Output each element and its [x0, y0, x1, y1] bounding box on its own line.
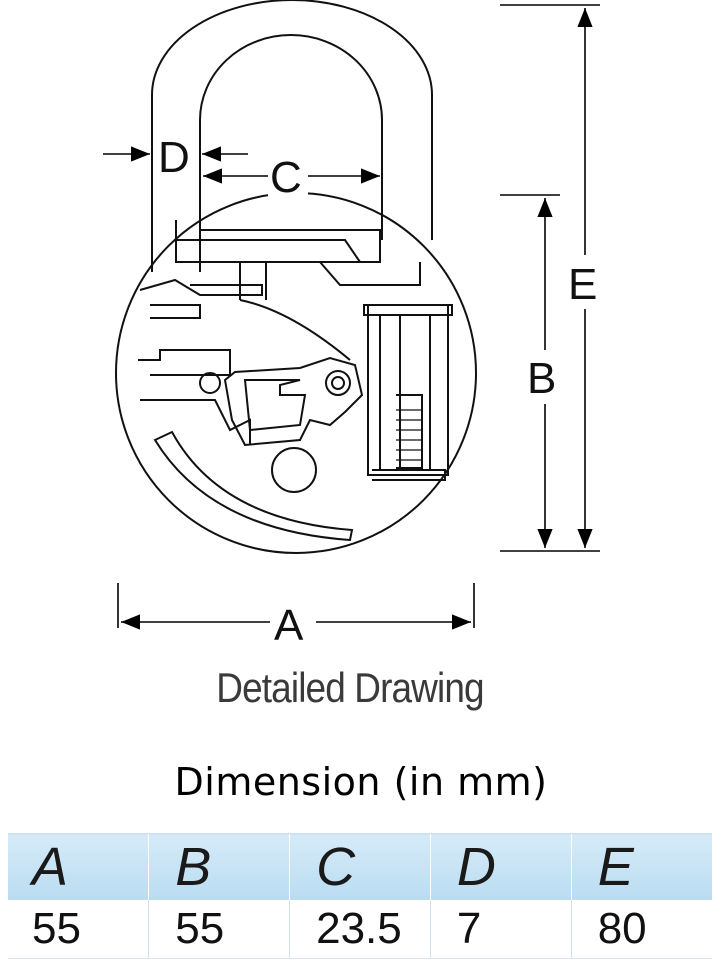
- padlock-technical-drawing: E B A C D: [103, 0, 600, 650]
- dimension-table: A B C D E 55 55 23.5 7 80: [8, 833, 712, 959]
- header-a: A: [8, 833, 149, 900]
- shackle-inner: [199, 34, 383, 272]
- lock-body: [115, 192, 477, 554]
- shackle-outer: [151, 0, 433, 272]
- header-c: C: [289, 833, 431, 900]
- drawing-caption: Detailed Drawing: [216, 664, 484, 711]
- header-b: B: [148, 833, 290, 900]
- dimension-e-label: E: [568, 260, 597, 309]
- header-d: D: [429, 833, 572, 900]
- value-c: 23.5: [289, 900, 431, 959]
- dimension-table-value-row: 55 55 23.5 7 80: [8, 900, 712, 959]
- value-b: 55: [148, 900, 290, 959]
- value-a: 55: [8, 900, 149, 959]
- dimension-c-label: C: [270, 153, 302, 202]
- dimension-table-title: Dimension (in mm): [174, 760, 548, 804]
- dimension-b-label: B: [527, 354, 556, 403]
- dimension-table-header-row: A B C D E: [8, 833, 712, 900]
- value-d: 7: [429, 900, 572, 959]
- value-e: 80: [570, 900, 712, 959]
- dimension-a-label: A: [274, 601, 304, 650]
- dimension-d-label: D: [158, 133, 190, 182]
- header-e: E: [570, 833, 712, 900]
- padlock-outline: [115, 0, 477, 554]
